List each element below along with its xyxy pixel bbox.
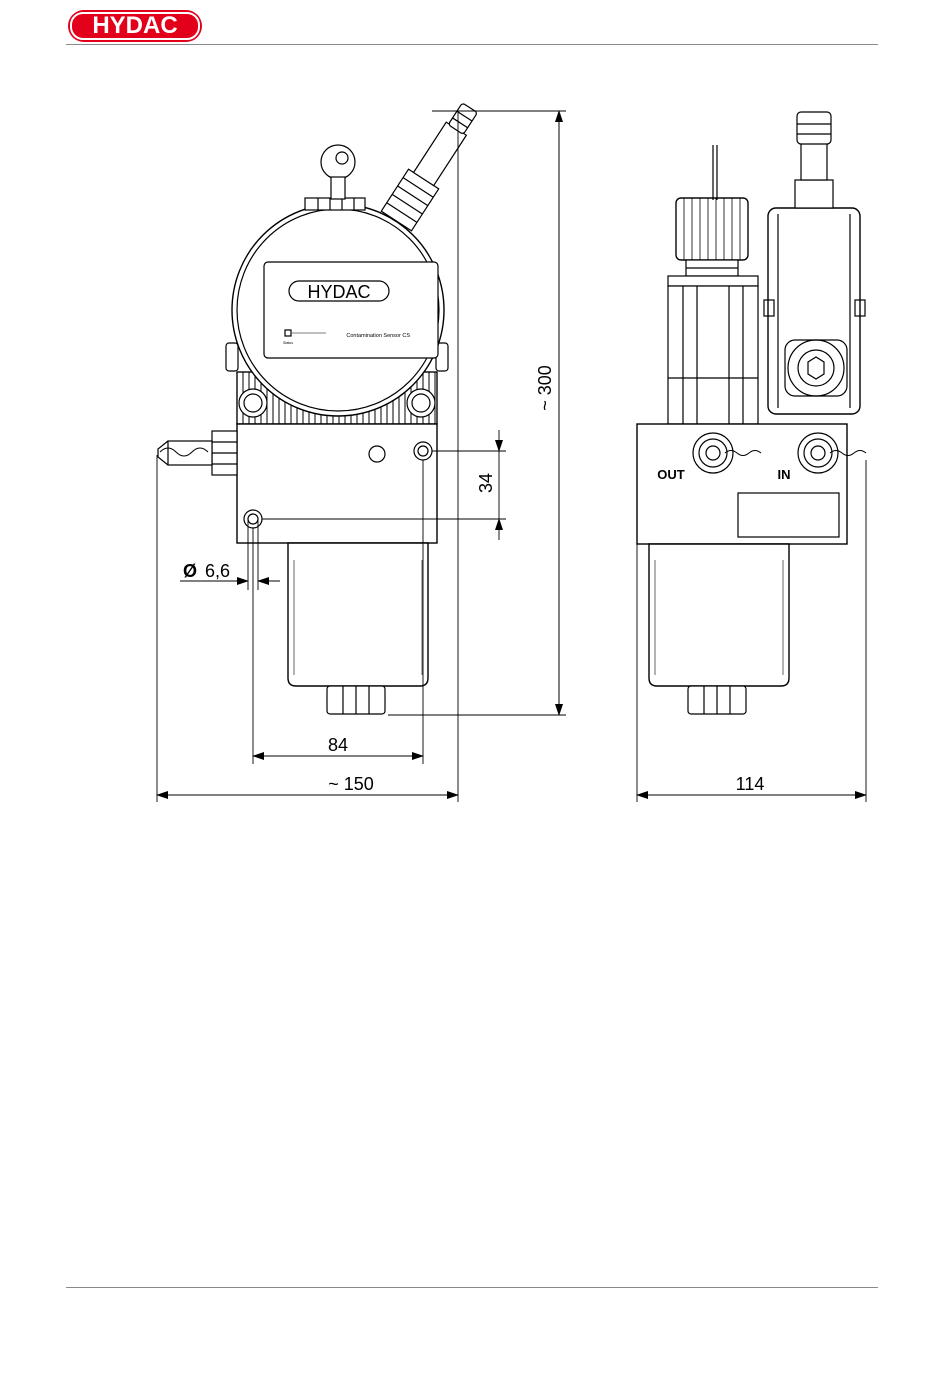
front-view [158, 98, 485, 714]
manifold-block [237, 424, 437, 543]
dim-hole-distance-label: 84 [328, 735, 348, 755]
knurled-cap [676, 198, 748, 260]
hex-bolt [788, 340, 844, 396]
dim-depth-label: 114 [736, 774, 765, 794]
dim-width-label: ~ 150 [328, 774, 374, 794]
filter-bowl-side [649, 544, 789, 686]
plate-brand: HYDAC [307, 282, 370, 302]
port-out-label: OUT [657, 467, 685, 482]
dim-diameter-symbol: Ø [183, 561, 197, 581]
side-view [637, 112, 866, 714]
dim-diameter-label: 6,6 [205, 561, 230, 581]
filter-bowl [288, 543, 428, 686]
plate-text: Contamination Sensor CS [346, 333, 410, 339]
dim-hole-spacing-label: 34 [476, 473, 496, 493]
port-in-label: IN [778, 467, 791, 482]
status-label: Status [283, 341, 293, 345]
dim-height-label: ~ 300 [535, 365, 555, 411]
